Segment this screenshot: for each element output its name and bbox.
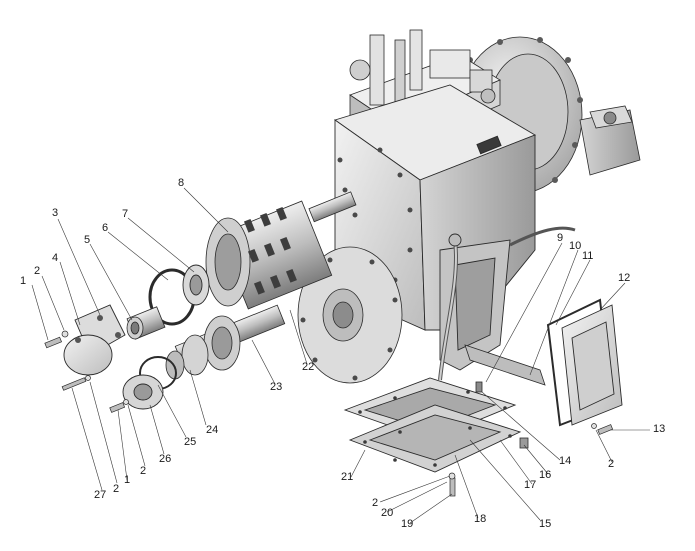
callout-12: 12 <box>618 272 631 284</box>
callout-13: 13 <box>653 423 666 435</box>
callout-2: 2 <box>372 497 379 509</box>
callout-11: 11 <box>582 250 594 262</box>
callout-24: 24 <box>206 424 219 436</box>
leader-lines <box>31 187 650 524</box>
callout-1: 1 <box>124 474 131 486</box>
front-flange-disc <box>297 246 403 384</box>
callout-19: 19 <box>401 518 414 530</box>
gearbox-case <box>333 84 576 381</box>
callout-3: 3 <box>52 207 59 219</box>
side-cover <box>546 298 623 427</box>
callout-2: 2 <box>140 465 147 477</box>
output-gear-shaft <box>165 304 286 380</box>
callout-1: 1 <box>20 275 27 287</box>
end-cover <box>63 304 126 376</box>
bearing-cover <box>122 356 177 410</box>
callout-5: 5 <box>84 234 91 246</box>
callout-25: 25 <box>184 436 197 448</box>
callout-21: 21 <box>341 471 354 483</box>
callout-2: 2 <box>34 265 41 277</box>
snap-ring-and-seal <box>148 264 210 326</box>
callout-2: 2 <box>113 483 120 495</box>
callout-7: 7 <box>122 208 129 220</box>
callout-2: 2 <box>608 458 615 470</box>
callout-15: 15 <box>539 518 552 530</box>
callout-17: 17 <box>524 479 537 491</box>
callout-8: 8 <box>178 177 185 189</box>
callout-20: 20 <box>381 507 394 519</box>
oil-pan <box>343 377 522 473</box>
strainer <box>464 344 546 449</box>
callout-23: 23 <box>270 381 283 393</box>
callout-26: 26 <box>159 453 172 465</box>
side-pump <box>579 105 641 176</box>
callout-4: 4 <box>52 252 59 264</box>
bolts-and-washers <box>44 330 614 497</box>
callout-14: 14 <box>559 455 572 467</box>
callout-16: 16 <box>539 469 552 481</box>
bushing <box>126 306 166 340</box>
callout-27: 27 <box>94 489 107 501</box>
callout-10: 10 <box>569 240 582 252</box>
clutch-pack <box>205 191 357 310</box>
callout-6: 6 <box>102 222 109 234</box>
callout-9: 9 <box>557 232 564 244</box>
callout-18: 18 <box>474 513 487 525</box>
callout-22: 22 <box>302 361 315 373</box>
